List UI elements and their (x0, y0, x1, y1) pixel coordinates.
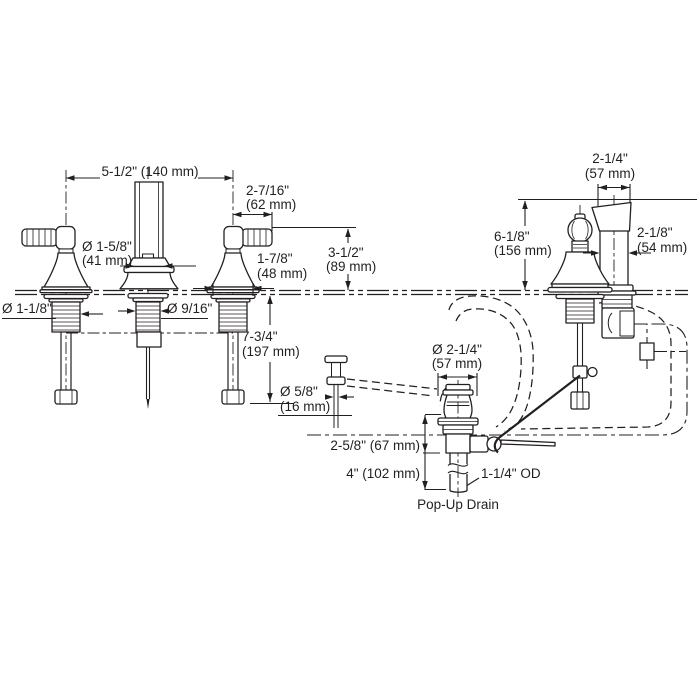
connector-box (639, 342, 655, 361)
right-handle (206, 225, 273, 405)
lift-rod-clamp (572, 365, 588, 379)
supply-tube (60, 332, 72, 390)
thumbscrew (587, 366, 598, 378)
center-spout (119, 181, 179, 409)
dim-tailpiece-length-label: 4" (102 mm) (346, 466, 420, 481)
dim-spout-diameter-label-2: (41 mm) (82, 253, 132, 268)
handle-shank (218, 301, 248, 333)
dim-tailpiece-od-label: 1-1/4" OD (481, 466, 541, 481)
dim-drain-body-height-label: 2-5/8" (67 mm) (330, 438, 420, 453)
clevis-strap (570, 391, 590, 410)
dim-shank-diameter-label: Ø 1-1/8" (2, 301, 52, 316)
dim-drain-flange-diameter-label-1: Ø 2-1/4" (432, 342, 482, 357)
dim-handle-height-label-2: (89 mm) (326, 259, 376, 274)
handle-shank (51, 301, 81, 333)
drain-plug-cap (445, 383, 471, 391)
side-handle (547, 213, 613, 410)
drain-body (437, 374, 581, 493)
pivot-housing (469, 435, 489, 453)
dim-spout-height-label-1: 6-1/8" (494, 229, 530, 244)
pivot-rod (493, 374, 581, 454)
deck-line (15, 289, 688, 296)
dimension-labels: 5-1/2" (140 mm) 2-7/16" (62 mm) 2-1/4" (… (2, 151, 687, 512)
dim-spout-height-label-2: (156 mm) (494, 243, 552, 258)
dim-spout-body-width-label-2: (54 mm) (637, 240, 687, 255)
pivot-lever (500, 439, 556, 447)
dim-handle-base-label-1: 1-7/8" (257, 251, 293, 266)
valve-body (136, 331, 162, 348)
pop-up-drain-assembly (324, 355, 581, 493)
dim-spout-diameter-label-1: Ø 1-5/8" (82, 239, 132, 254)
dimension-graphics (2, 175, 697, 491)
front-view (21, 181, 273, 409)
pipe-break (447, 463, 469, 475)
dim-lift-rod-diameter-label-1: Ø 5/8" (280, 384, 318, 399)
dim-drain-flange-diameter-label-2: (57 mm) (432, 356, 482, 371)
dim-spout-top-width-label-2: (57 mm) (585, 166, 635, 181)
dim-below-deck-depth-label-2: (197 mm) (242, 344, 300, 359)
pop-up-drain-label: Pop-Up Drain (417, 497, 499, 512)
dim-handle-height-label-1: 3-1/2" (328, 245, 364, 260)
dim-spread-label: 5-1/2" (140 mm) (101, 164, 198, 179)
supply-nut (221, 389, 245, 405)
left-handle (21, 225, 93, 405)
lift-knob (324, 355, 348, 428)
side-spout (591, 201, 655, 361)
dim-below-deck-depth-label-1: 7-3/4" (242, 329, 278, 344)
supply-nut (54, 389, 78, 405)
lift-rod-front (145, 347, 151, 399)
dim-spout-body-width-label-1: 2-1/8" (637, 225, 673, 240)
side-view (547, 201, 655, 410)
dim-handle-length-label-2: (62 mm) (246, 197, 296, 212)
handle-grip (241, 228, 273, 247)
lift-rod-side (576, 323, 584, 392)
dim-handle-length-label-1: 2-7/16" (246, 183, 289, 198)
spout-shank (135, 301, 161, 333)
dim-lift-rod-diameter-label-2: (16 mm) (280, 399, 330, 414)
drain-tailpiece (449, 453, 468, 464)
dimension-arrowheads (66, 175, 637, 490)
dim-spout-top-width-label-1: 2-1/4" (592, 151, 628, 166)
dim-valve-diameter-label: Ø 9/16" (167, 301, 213, 316)
supply-tube (227, 332, 239, 390)
dim-handle-base-label-2: (48 mm) (257, 266, 307, 281)
